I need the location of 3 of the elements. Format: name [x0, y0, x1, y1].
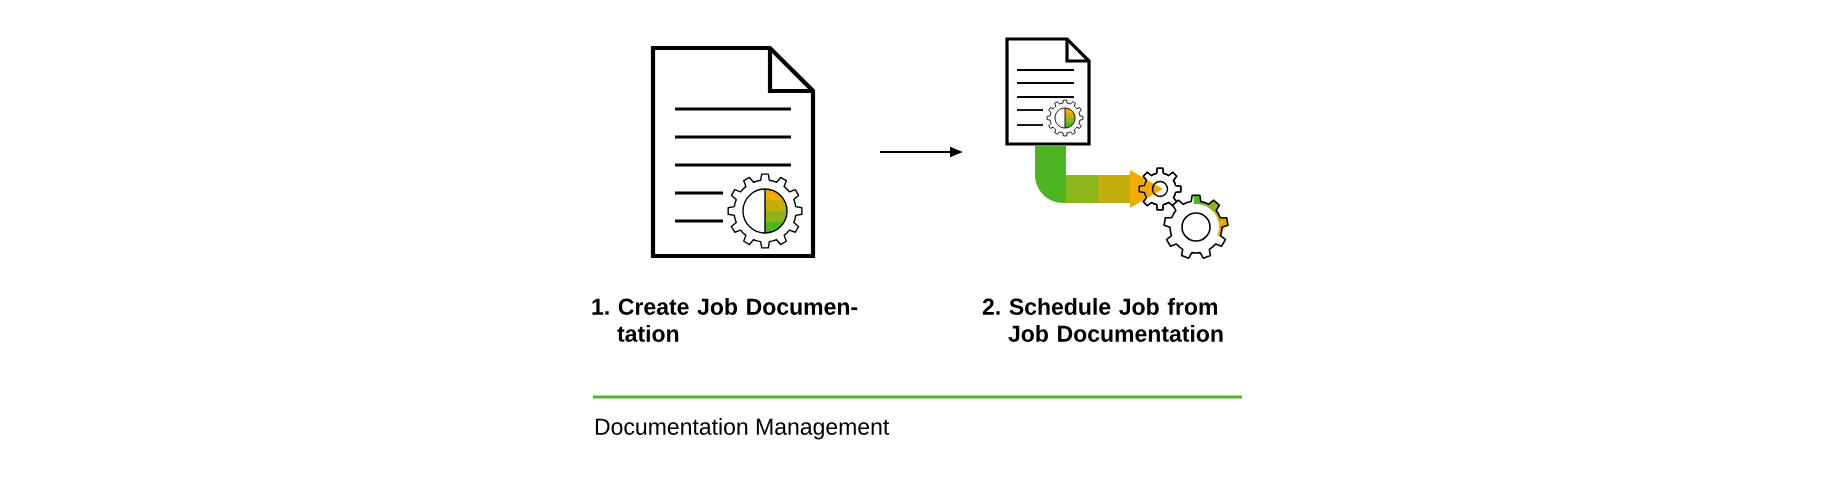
step-caption: 1. Create Job Documen- tation — [592, 298, 858, 342]
caption: Documentation Management — [595, 418, 890, 440]
step-caption: 2. Schedule Job from Job Documentation — [982, 298, 1223, 342]
